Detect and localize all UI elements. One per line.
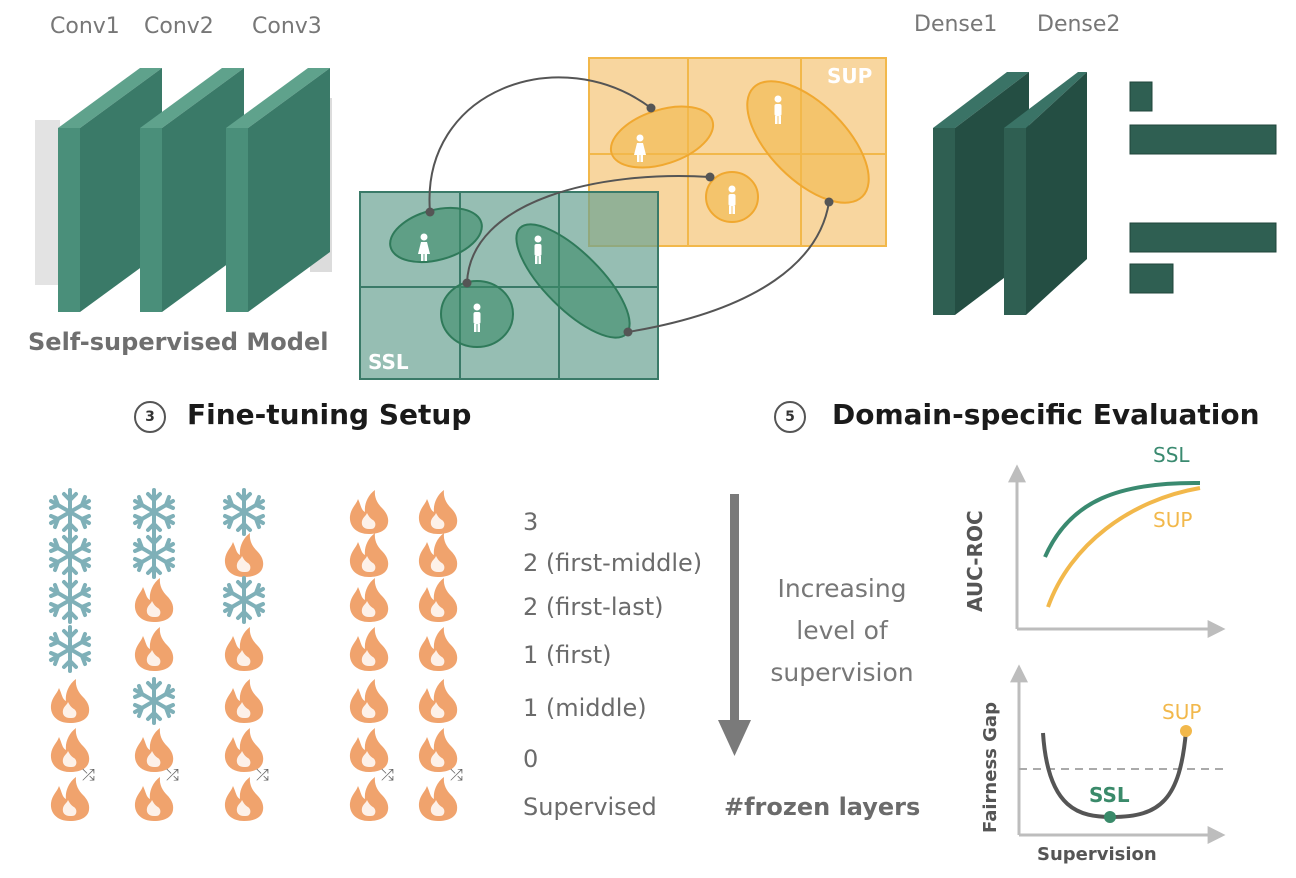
config-label: 0 [523,745,539,773]
config-label: 1 (middle) [523,694,647,722]
shuffle-icon: ⤮ [166,767,179,784]
embedding-connections [428,76,830,333]
fire-icon [412,574,464,626]
sup-grid-label: SUP [827,64,873,88]
conv3-label: Conv3 [252,14,322,39]
fire-icon [412,529,464,581]
fire-icon [343,724,395,776]
config-label: 1 (first) [523,641,612,669]
snowflake-icon [44,623,96,675]
frozen-layers-label: #frozen layers [724,793,921,821]
dense1-label: Dense1 [914,12,998,37]
fire-shuffle-icon: ⤮ [343,767,395,825]
dense2-label: Dense2 [1037,12,1121,37]
ssl-embedding-grid [359,191,659,380]
fire-icon [343,675,395,727]
shuffle-icon: ⤮ [381,767,394,784]
fire-shuffle-icon: ⤮ [412,767,464,825]
person-icons [418,95,782,332]
supervision-arrow-text: Increasing level of supervision [752,568,932,694]
fire-icon [412,675,464,727]
conv2-label: Conv2 [144,14,214,39]
evaluation-title: Domain-specific Evaluation [832,398,1260,431]
fairness-sup-label: SUP [1162,700,1202,724]
fire-icon [218,623,270,675]
snowflake-icon [128,529,180,581]
connection-dots [425,103,834,337]
config-label: 2 (first-middle) [523,549,703,577]
arrow-text-line: Increasing [777,574,907,603]
fire-icon [412,486,464,538]
dense2-block [1004,72,1087,315]
arrow-text-line: supervision [770,658,914,687]
fire-shuffle-icon: ⤮ [128,767,180,825]
shuffle-icon: ⤮ [82,767,95,784]
config-label: Supervised [523,793,657,821]
snowflake-icon [44,574,96,626]
ssl-point [1104,811,1116,823]
ssl-curve [1043,480,1201,558]
fire-icon [343,486,395,538]
supervision-arrow [718,494,751,756]
model-title: Self-supervised Model [28,328,329,356]
arrow-text-line: level of [796,616,888,645]
fire-icon [343,529,395,581]
snowflake-icon [128,675,180,727]
fire-icon [44,675,96,727]
sup-point [1180,725,1192,737]
snowflake-icon [128,486,180,538]
fairness-xlabel: Supervision [1037,844,1157,865]
fire-icon [218,529,270,581]
fire-icon [412,724,464,776]
shuffle-icon: ⤮ [450,767,463,784]
fire-icon [44,724,96,776]
snowflake-icon [44,529,96,581]
fairness-gap-plot [1010,664,1228,844]
fire-icon [343,623,395,675]
shuffle-icon: ⤮ [256,767,269,784]
snowflake-icon [44,486,96,538]
fire-icon [128,724,180,776]
fairness-ssl-label: SSL [1089,783,1130,807]
step-3-badge: 3 [134,401,166,433]
config-label: 3 [523,508,539,536]
fire-shuffle-icon: ⤮ [44,767,96,825]
fire-icon [128,574,180,626]
fire-icon [412,623,464,675]
ssl-grid-label: SSL [368,350,409,374]
snowflake-icon [218,574,270,626]
conv3-block [226,68,330,312]
step-5-badge: 5 [774,401,806,433]
fairness-ylabel: Fairness Gap [980,702,1001,833]
auc-sup-label: SUP [1153,508,1193,532]
finetune-title: Fine-tuning Setup [187,398,472,431]
auc-ssl-label: SSL [1153,443,1190,467]
fire-icon [343,574,395,626]
auc-roc-plot [1008,464,1226,638]
sup-curve [1046,486,1201,608]
fire-shuffle-icon: ⤮ [218,767,270,825]
snowflake-icon [218,486,270,538]
auc-ylabel: AUC-ROC [963,510,987,612]
conv1-label: Conv1 [50,14,120,39]
conv2-block [140,68,244,312]
config-label: 2 (first-last) [523,593,664,621]
fire-icon [218,675,270,727]
fire-icon [218,724,270,776]
output-bars [1129,81,1277,294]
fire-icon [128,623,180,675]
